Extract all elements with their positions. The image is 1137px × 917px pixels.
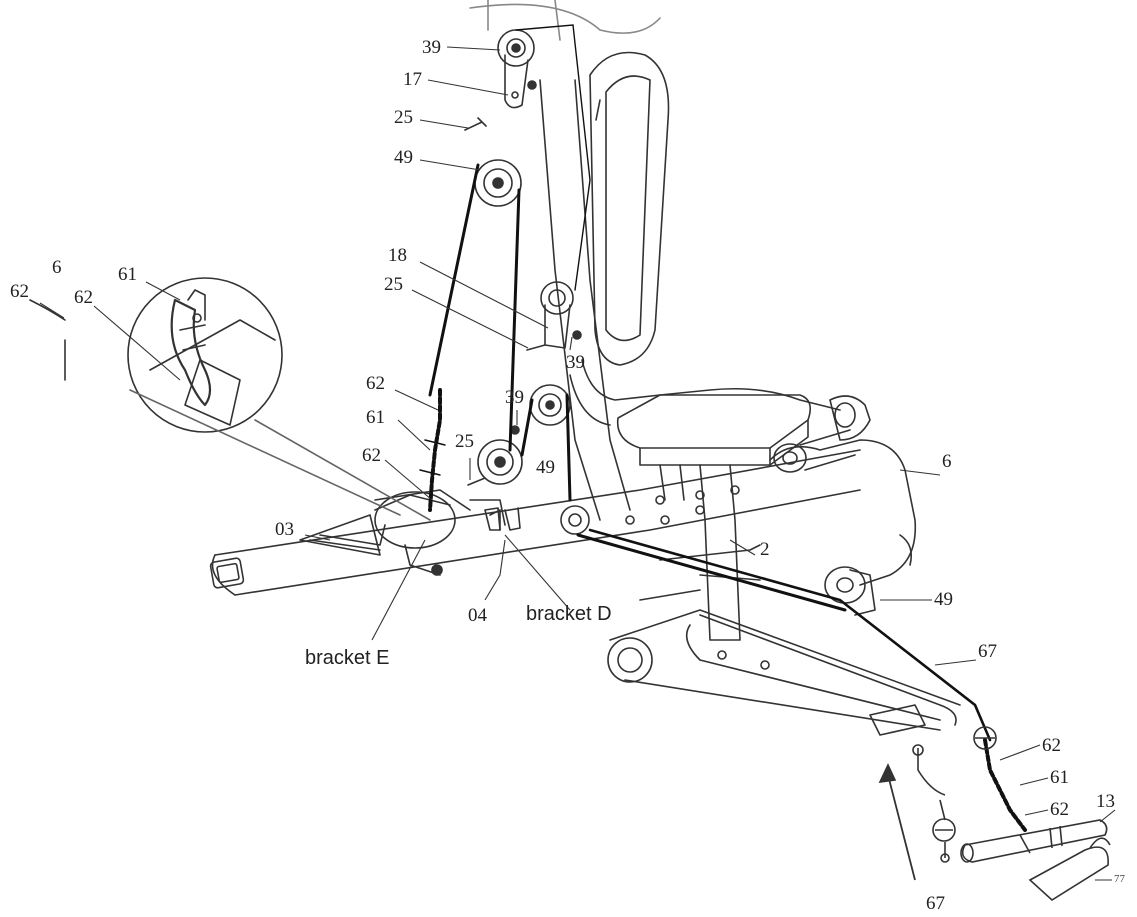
frame-top-arc	[469, 3, 661, 34]
label-bottom-67: 67	[926, 893, 945, 914]
label-right-6: 6	[942, 451, 952, 472]
label-mid-39: 39	[566, 352, 585, 373]
label-low-49: 49	[536, 457, 555, 478]
mid-pulley-18	[540, 281, 574, 315]
upright-post	[539, 79, 601, 521]
label-mid-25: 25	[384, 274, 403, 295]
label-top-39: 39	[422, 37, 441, 58]
label-handle-61: 61	[1050, 767, 1069, 788]
main-beam	[214, 449, 861, 556]
label-mid-18: 18	[388, 245, 407, 266]
bracket-d-tabs	[484, 507, 521, 531]
detail-magnifier	[127, 277, 283, 433]
label-chain-62-a: 62	[366, 373, 385, 394]
lower-pulley-49	[477, 439, 523, 485]
bracket-17	[504, 54, 529, 109]
beam-pulley	[560, 505, 590, 535]
direction-arrow	[887, 774, 916, 881]
label-bracket-d: bracket D	[526, 603, 612, 625]
backrest-pad	[589, 51, 670, 366]
front-plate-03	[309, 539, 381, 551]
label-left-61: 61	[118, 264, 137, 285]
label-handle-62-a: 62	[1042, 735, 1061, 756]
label-low-25: 25	[455, 431, 474, 452]
label-left-6: 6	[52, 257, 62, 278]
label-handle-62-b: 62	[1050, 799, 1069, 820]
label-chain-61: 61	[366, 407, 385, 428]
label-cable-67: 67	[978, 641, 997, 662]
label-top-25: 25	[394, 107, 413, 128]
rear-base-tube	[609, 609, 961, 706]
cable-ball	[973, 726, 997, 750]
label-handle-13: 13	[1096, 791, 1115, 812]
label-low-39: 39	[505, 387, 524, 408]
cable-67	[588, 528, 992, 742]
seat-pad	[616, 394, 811, 449]
label-bracket-e: bracket E	[305, 647, 390, 669]
cable-upper-right	[508, 188, 521, 452]
label-left-62-b: 62	[74, 287, 93, 308]
label-top-17: 17	[403, 69, 422, 90]
label-2: 2	[760, 539, 770, 560]
label-chain-62-b: 62	[362, 445, 381, 466]
label-04: 04	[468, 605, 487, 626]
label-left-62-a: 62	[10, 281, 29, 302]
label-strap-77: 77	[1114, 873, 1125, 885]
handle-chain	[983, 738, 1027, 832]
chain-62-61	[428, 388, 442, 512]
spare-hook	[917, 748, 946, 796]
label-03: 03	[275, 519, 294, 540]
handle-bar-13	[961, 819, 1108, 863]
label-upper-49: 49	[394, 147, 413, 168]
label-right-49: 49	[934, 589, 953, 610]
ankle-strap-77	[1028, 846, 1109, 901]
